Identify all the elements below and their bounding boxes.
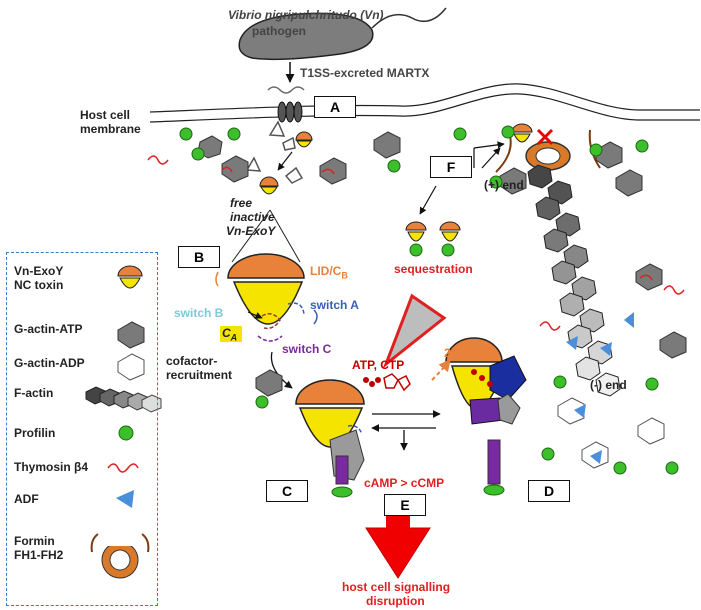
complex-c bbox=[295, 379, 365, 498]
filament-subunit bbox=[551, 260, 577, 285]
panel-a-label: A bbox=[314, 96, 356, 118]
angle-label: 25° bbox=[444, 346, 463, 360]
minus-end-label: (-) end bbox=[590, 378, 627, 392]
filament-subunit bbox=[543, 228, 569, 253]
exoy-enlarged-b bbox=[215, 209, 318, 342]
sequestered-exoy-1 bbox=[405, 221, 427, 257]
legend-adf: ADF bbox=[14, 492, 39, 506]
nucleotide-label: ATP, CTP bbox=[352, 358, 405, 372]
panel-b-label: B bbox=[178, 246, 220, 268]
plus-end-label: (+) end bbox=[484, 178, 524, 192]
actin-profilin-top-1 bbox=[191, 135, 223, 161]
legend-f-actin: F-actin bbox=[14, 386, 54, 400]
panel-e-label: E bbox=[384, 494, 426, 516]
filament-subunit bbox=[527, 164, 553, 189]
disruption-label-1: host cell signalling bbox=[342, 580, 451, 594]
filament-subunit bbox=[535, 196, 561, 221]
legend-profilin-icon bbox=[118, 425, 134, 441]
disruption-label-2: disruption bbox=[366, 594, 425, 608]
legend-exoy-line1: Vn-ExoY bbox=[14, 264, 64, 278]
sequestered-exoy-2 bbox=[439, 221, 461, 257]
legend-formin-line1: Formin bbox=[14, 534, 55, 548]
pathogen-role: pathogen bbox=[252, 24, 306, 38]
legend-actin-adp-icon bbox=[117, 353, 145, 381]
secretion-channel bbox=[267, 86, 305, 123]
membrane-label-1: Host cell bbox=[80, 108, 131, 122]
nucleotide-molecule bbox=[363, 373, 411, 392]
legend-formin-line2: FH1-FH2 bbox=[14, 548, 64, 562]
legend-thymosin-icon bbox=[107, 463, 139, 473]
legend-f-actin-icon bbox=[85, 386, 162, 413]
membrane-label-2: membrane bbox=[80, 122, 141, 136]
legend-actin-atp-icon bbox=[117, 321, 145, 349]
free-exoy-2: inactive bbox=[230, 210, 275, 224]
exoy-free bbox=[259, 176, 279, 195]
legend-actin-adp: G-actin-ADP bbox=[14, 356, 85, 370]
products-label: cAMP > cCMP bbox=[364, 476, 445, 490]
legend-exoy-line2: NC toxin bbox=[14, 278, 64, 292]
legend-thymosin: Thymosin β4 bbox=[14, 460, 89, 474]
sequestration-arrow bbox=[382, 293, 447, 369]
filament-side-actin bbox=[489, 129, 687, 475]
complex-d bbox=[445, 337, 527, 496]
legend-profilin: Profilin bbox=[14, 426, 56, 440]
disruption-arrow bbox=[365, 527, 431, 579]
panel-d-label: D bbox=[528, 480, 570, 502]
switch-c-label: switch C bbox=[282, 342, 332, 356]
legend-formin-icon bbox=[90, 533, 150, 579]
ca-label: CA bbox=[222, 326, 238, 343]
bacterium-shape bbox=[238, 12, 374, 61]
actin-filament bbox=[495, 129, 621, 397]
free-exoy-3: Vn-ExoY bbox=[226, 224, 276, 238]
membrane-inner bbox=[149, 93, 700, 123]
legend-icons bbox=[85, 265, 162, 579]
panel-c-label: C bbox=[266, 480, 308, 502]
legend bbox=[6, 252, 158, 606]
membrane-outer bbox=[149, 83, 700, 113]
switch-a-label: switch A bbox=[310, 298, 359, 312]
free-exoy-1: free bbox=[230, 196, 253, 210]
filament-subunit bbox=[575, 356, 601, 381]
exoy-at-barbed-end bbox=[473, 123, 554, 168]
cofactor-label-1: cofactor- bbox=[166, 354, 218, 368]
cofactor-label-2: recruitment bbox=[166, 368, 233, 382]
lid-label: LID/CB bbox=[310, 264, 348, 281]
panel-f-label: F bbox=[430, 156, 472, 178]
pathogen-name: Vibrio nigripulchritudo (Vn) bbox=[228, 8, 384, 22]
flagellum bbox=[371, 7, 447, 29]
legend-exoy-icon bbox=[117, 265, 143, 277]
sequestration-label: sequestration bbox=[394, 262, 473, 276]
secretion-label: T1SS-excreted MARTX bbox=[300, 66, 430, 80]
legend-actin-atp: G-actin-ATP bbox=[14, 322, 83, 336]
switch-b-label: switch B bbox=[174, 306, 224, 320]
filament-subunit bbox=[595, 372, 621, 397]
exoy-released bbox=[295, 131, 313, 148]
filament-subunit bbox=[559, 292, 585, 317]
legend-adf-icon bbox=[116, 490, 134, 508]
